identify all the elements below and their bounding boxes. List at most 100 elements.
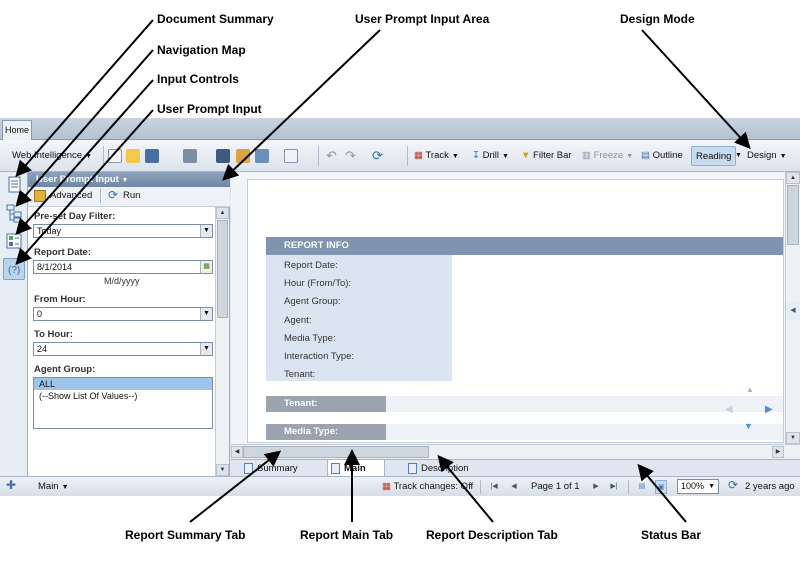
report-horizontal-scrollbar[interactable]: ◀ ▶ <box>231 444 800 459</box>
email-icon[interactable] <box>284 149 298 163</box>
drill-button[interactable]: ↧ Drill▼ <box>472 146 509 166</box>
side-expand-icon[interactable]: ◀ <box>786 302 800 320</box>
info-interaction-type-label: Interaction Type: <box>284 351 355 362</box>
redo-icon[interactable]: ↷ <box>345 148 356 163</box>
zoom-select[interactable]: 100%▼ <box>677 479 719 494</box>
input-controls-button[interactable] <box>3 230 25 252</box>
input-controls-icon <box>6 233 22 249</box>
next-icon[interactable]: ▶ <box>765 404 773 415</box>
report-selector[interactable]: Main▼ <box>38 480 69 495</box>
chevron-down-icon[interactable]: ▼ <box>200 308 212 320</box>
web-intelligence-app: Home Web Intelligence▼ ↶ ↷ ⟳ ▦ Track▼ ↧ … <box>0 118 800 496</box>
navigation-map-button[interactable] <box>3 202 25 224</box>
report-vertical-scrollbar[interactable]: ▲ ◀ ▼ <box>785 172 800 444</box>
document-summary-button[interactable] <box>3 174 25 196</box>
collapse-up-icon[interactable]: ▲ <box>746 385 754 394</box>
save-icon[interactable] <box>145 149 159 163</box>
last-page-icon[interactable]: ▶| <box>610 483 618 490</box>
track-changes-status[interactable]: ▦ Track changes: Off <box>382 480 473 494</box>
toolbar-divider <box>318 146 319 166</box>
first-page-icon[interactable]: |◀ <box>490 483 498 490</box>
navigation-map-icon <box>6 204 22 223</box>
from-hour-label: From Hour: <box>34 294 86 305</box>
previous-icon[interactable]: ◀ <box>725 404 733 415</box>
to-hour-value: 24 <box>37 344 48 354</box>
previous-page-icon[interactable]: ◀ <box>511 483 517 490</box>
status-divider <box>628 480 629 494</box>
panel-scrollbar[interactable]: ▲ ▼ <box>215 207 229 476</box>
callout-navigation-map: Navigation Map <box>157 43 246 57</box>
info-agent-label: Agent: <box>284 315 312 326</box>
undo-icon[interactable]: ↶ <box>326 148 337 163</box>
track-button[interactable]: ▦ Track▼ <box>414 146 459 166</box>
freeze-button[interactable]: ▥ Freeze▼ <box>582 146 633 166</box>
report-date-value: 8/1/2014 <box>37 262 73 272</box>
toolbar: Web Intelligence▼ ↶ ↷ ⟳ ▦ Track▼ ↧ Drill… <box>0 140 800 172</box>
info-hour-label: Hour (From/To): <box>284 278 352 289</box>
scroll-right-icon[interactable]: ▶ <box>772 446 784 458</box>
list-item[interactable]: ALL <box>34 378 212 390</box>
scroll-thumb[interactable] <box>243 446 429 458</box>
filter-bar-button[interactable]: ▼ Filter Bar <box>521 146 572 166</box>
find-binoculars-icon[interactable] <box>216 149 230 163</box>
tab-main-label: Main <box>344 463 366 474</box>
chevron-down-icon[interactable]: ▼ <box>200 343 212 355</box>
design-label: Design <box>747 150 777 161</box>
info-tenant-label: Tenant: <box>284 369 316 380</box>
refresh-icon[interactable]: ⟳ <box>372 148 383 163</box>
run-button[interactable]: Run <box>123 190 141 201</box>
open-folder-icon[interactable] <box>126 149 140 163</box>
freeze-label: Freeze <box>593 150 624 161</box>
scroll-up-icon[interactable]: ▲ <box>216 207 229 219</box>
side-panel-rail: (?) <box>0 172 28 476</box>
track-label: Track <box>425 150 449 161</box>
export-icon[interactable] <box>255 149 269 163</box>
tab-main[interactable]: Main <box>327 460 385 477</box>
next-page-icon[interactable]: ▶ <box>593 483 599 490</box>
callout-user-prompt-input-area: User Prompt Input Area <box>355 12 490 26</box>
chevron-down-icon[interactable]: ▼ <box>121 177 129 184</box>
expand-down-icon[interactable]: ▼ <box>744 421 753 431</box>
print-icon[interactable] <box>183 149 197 163</box>
action-divider <box>100 189 101 203</box>
history-icon[interactable] <box>236 149 250 163</box>
chevron-down-icon: ▼ <box>451 153 459 160</box>
scroll-left-icon[interactable]: ◀ <box>231 446 243 458</box>
toolbar-divider <box>103 146 104 166</box>
callout-report-main-tab: Report Main Tab <box>300 528 394 542</box>
preset-day-filter-select[interactable]: Today▼ <box>33 224 213 238</box>
track-changes-label: Track changes: Off <box>393 481 474 492</box>
report-selector-label: Main <box>38 481 59 492</box>
page-mode-icon[interactable]: ▣ <box>655 480 667 494</box>
scroll-thumb[interactable] <box>217 220 228 318</box>
report-date-input[interactable]: 8/1/2014 ▦ <box>33 260 213 274</box>
callout-report-description-tab: Report Description Tab <box>426 528 558 542</box>
calendar-icon[interactable]: ▦ <box>200 261 212 273</box>
tab-description[interactable]: Description <box>405 460 485 477</box>
scroll-up-icon[interactable]: ▲ <box>786 172 800 184</box>
design-mode-button[interactable]: Design▼ <box>747 146 787 166</box>
list-item[interactable]: (--Show List Of Values--) <box>39 391 138 401</box>
chevron-down-icon[interactable]: ▼ <box>200 225 212 237</box>
toolbar-divider <box>407 146 408 166</box>
drill-label: Drill <box>482 150 499 161</box>
advanced-button[interactable]: Advanced <box>50 190 93 201</box>
outline-button[interactable]: ▤ Outline <box>641 146 683 166</box>
from-hour-select[interactable]: 0▼ <box>33 307 213 321</box>
reading-dropdown-icon[interactable]: ▼ <box>735 152 742 159</box>
scroll-down-icon[interactable]: ▼ <box>786 432 800 444</box>
agent-group-listbox[interactable]: ALL (--Show List Of Values--) <box>33 377 213 429</box>
tab-summary[interactable]: Summary <box>241 460 321 477</box>
scroll-down-icon[interactable]: ▼ <box>216 464 229 476</box>
to-hour-select[interactable]: 24 ▼ <box>33 342 213 356</box>
page-indicator[interactable]: Page 1 of 1 <box>531 481 580 492</box>
quick-display-icon[interactable]: ▤ <box>638 483 646 490</box>
new-document-icon[interactable] <box>108 149 122 163</box>
top-tab-strip: Home <box>0 118 800 140</box>
user-prompt-input-button[interactable]: (?) <box>3 258 25 280</box>
web-intelligence-menu[interactable]: Web Intelligence▼ <box>12 146 92 166</box>
reading-mode-button[interactable]: Reading <box>691 146 737 166</box>
agent-group-label: Agent Group: <box>34 364 96 375</box>
scroll-thumb[interactable] <box>787 185 799 245</box>
home-tab[interactable]: Home <box>2 120 32 140</box>
